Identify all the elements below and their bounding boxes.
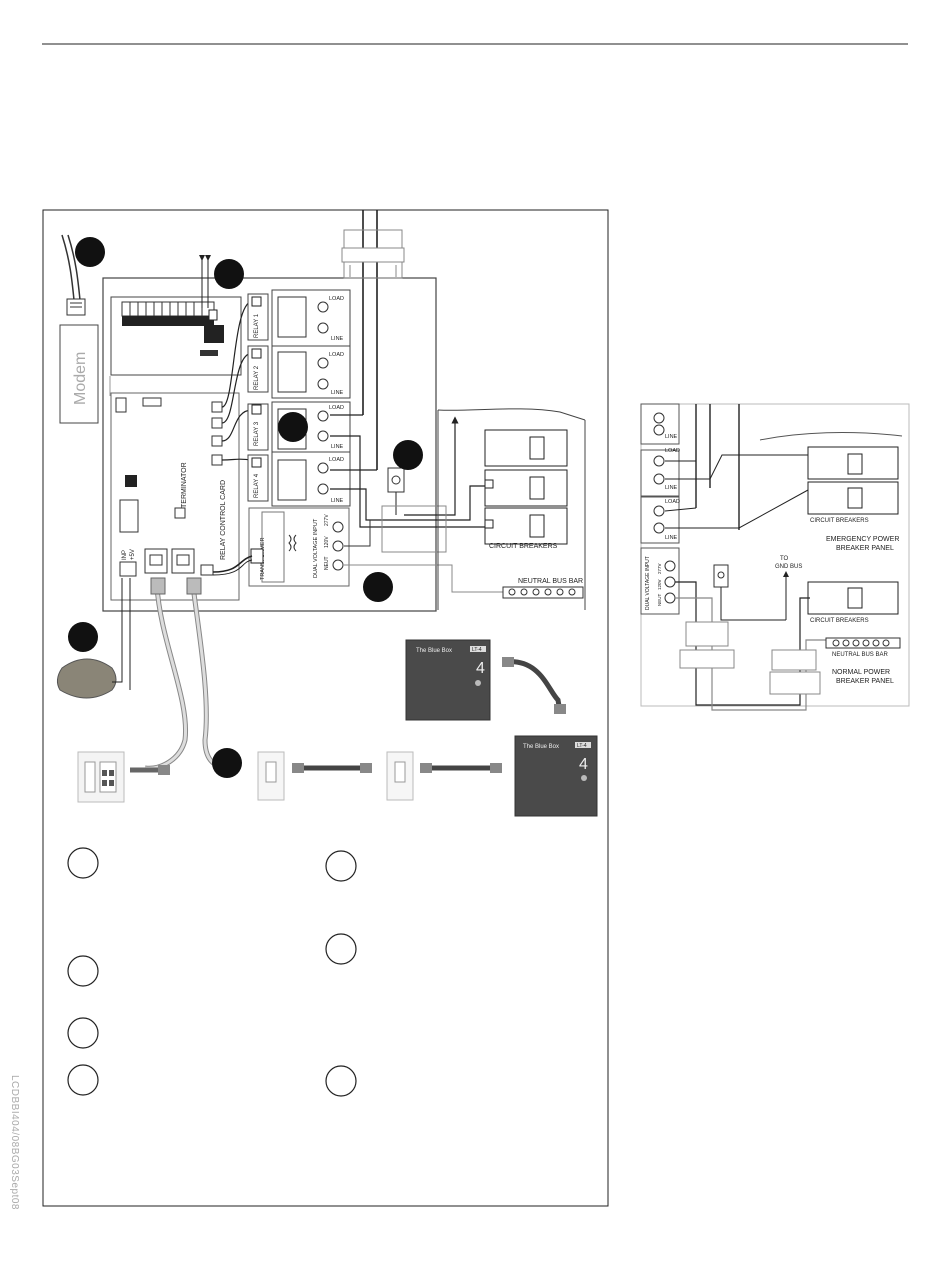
- relay-3-label: RELAY 3: [254, 421, 260, 446]
- callout-marker: [393, 440, 423, 470]
- side-normal-l2: BREAKER PANEL: [836, 678, 894, 685]
- v277-label: 277V: [324, 514, 330, 526]
- legend-circle: [325, 850, 357, 882]
- side-emergency-l1: EMERGENCY POWER: [826, 536, 899, 543]
- relay-1-line: LINE: [331, 336, 344, 342]
- side-gnd-bus: GND BUS: [775, 564, 802, 570]
- blue-box-1: The Blue Box LT-4 4: [405, 639, 491, 721]
- relay-1-label: RELAY 1: [254, 313, 260, 338]
- side-load-1: LOAD: [665, 448, 680, 454]
- blue-box-1-number: 4: [476, 660, 485, 677]
- callout-marker: [212, 748, 242, 778]
- plus5v-label: +5V: [130, 549, 136, 560]
- callout-marker: [68, 622, 98, 652]
- device-chain: The Blue Box LT-4 4 The Blue Box LT-4 4: [56, 577, 598, 817]
- relay-1: [247, 289, 351, 347]
- relay-4-load: LOAD: [329, 457, 344, 463]
- inp-label: INP: [122, 550, 128, 560]
- document-code: LCDBBI404/08BG03Sept08: [9, 1075, 20, 1210]
- dual-voltage-label: DUAL VOLTAGE INPUT: [313, 518, 319, 578]
- terminator-label: TERMINATOR: [181, 462, 188, 508]
- side-line-3: LINE: [665, 535, 678, 541]
- callout-marker: [278, 412, 308, 442]
- relay-3-load: LOAD: [329, 405, 344, 411]
- relay-2-label: RELAY 2: [254, 365, 260, 390]
- modem-section: Modem: [59, 234, 105, 424]
- legend-circle: [67, 1017, 99, 1049]
- blue-box-1-brand: The Blue Box: [416, 648, 452, 654]
- circuit-breakers: [484, 429, 568, 545]
- relay-control-card-label: RELAY CONTROL CARD: [220, 480, 227, 560]
- blue-box-2-number: 4: [579, 756, 588, 773]
- blue-box-2-brand: The Blue Box: [523, 744, 559, 750]
- side-circuit-breakers-2: CIRCUIT BREAKERS: [810, 618, 869, 624]
- power-supply-image: [56, 658, 117, 699]
- callout-marker: [75, 237, 105, 267]
- side-normal-l1: NORMAL POWER: [832, 669, 890, 676]
- side-neutral-bus-bar: NEUTRAL BUS BAR: [832, 652, 888, 658]
- side-circuit-breakers-1: CIRCUIT BREAKERS: [810, 518, 869, 524]
- breaker-section: CIRCUIT BREAKERS NEUTRAL BUS BAR: [330, 210, 586, 610]
- relay-3: [247, 401, 351, 453]
- relay-3-line: LINE: [331, 444, 344, 450]
- relay-4-label: RELAY 4: [254, 473, 260, 498]
- relay-2: [247, 345, 351, 399]
- side-line-1: LINE: [665, 434, 678, 440]
- relay-panel: TERMINATOR RELAY CONTROL CARD INP +5V: [102, 255, 437, 612]
- relay-4-line: LINE: [331, 498, 344, 504]
- callout-marker: [363, 572, 393, 602]
- legend-callouts: [67, 847, 357, 1097]
- legend-circle: [325, 933, 357, 965]
- side-diagram: LINE LOAD LINE LOAD LINE CIRCUIT BREAKER…: [640, 403, 910, 711]
- side-line-2: LINE: [665, 485, 678, 491]
- side-120v: 120V: [657, 579, 662, 590]
- blue-box-2: The Blue Box LT-4 4: [514, 735, 598, 817]
- side-277v: 277V: [657, 563, 662, 574]
- callout-marker: [214, 259, 244, 289]
- main-frame: [42, 209, 609, 1207]
- relay-4: [247, 451, 351, 507]
- circuit-breakers-label: CIRCUIT BREAKERS: [489, 543, 558, 550]
- legend-circle: [67, 1064, 99, 1096]
- side-dual-voltage: DUAL VOLTAGE INPUT: [645, 556, 651, 610]
- legend-circle: [67, 847, 99, 879]
- side-emergency-l2: BREAKER PANEL: [836, 545, 894, 552]
- neut-label: NEUT: [324, 556, 330, 570]
- blue-box-2-model: LT-4: [577, 743, 587, 749]
- modem-label: Modem: [72, 352, 89, 405]
- modem-box: [59, 324, 99, 424]
- side-load-2: LOAD: [665, 499, 680, 505]
- relay-2-line: LINE: [331, 390, 344, 396]
- v120-label: 120V: [324, 536, 330, 548]
- relay-1-load: LOAD: [329, 296, 344, 302]
- side-to: TO: [780, 556, 789, 562]
- blue-box-1-model: LT-4: [472, 647, 482, 653]
- legend-circle: [325, 1065, 357, 1097]
- relay-2-load: LOAD: [329, 352, 344, 358]
- neutral-bus-bar-label: NEUTRAL BUS BAR: [518, 578, 583, 585]
- side-neut: NEUT: [657, 593, 662, 606]
- legend-circle: [67, 955, 99, 987]
